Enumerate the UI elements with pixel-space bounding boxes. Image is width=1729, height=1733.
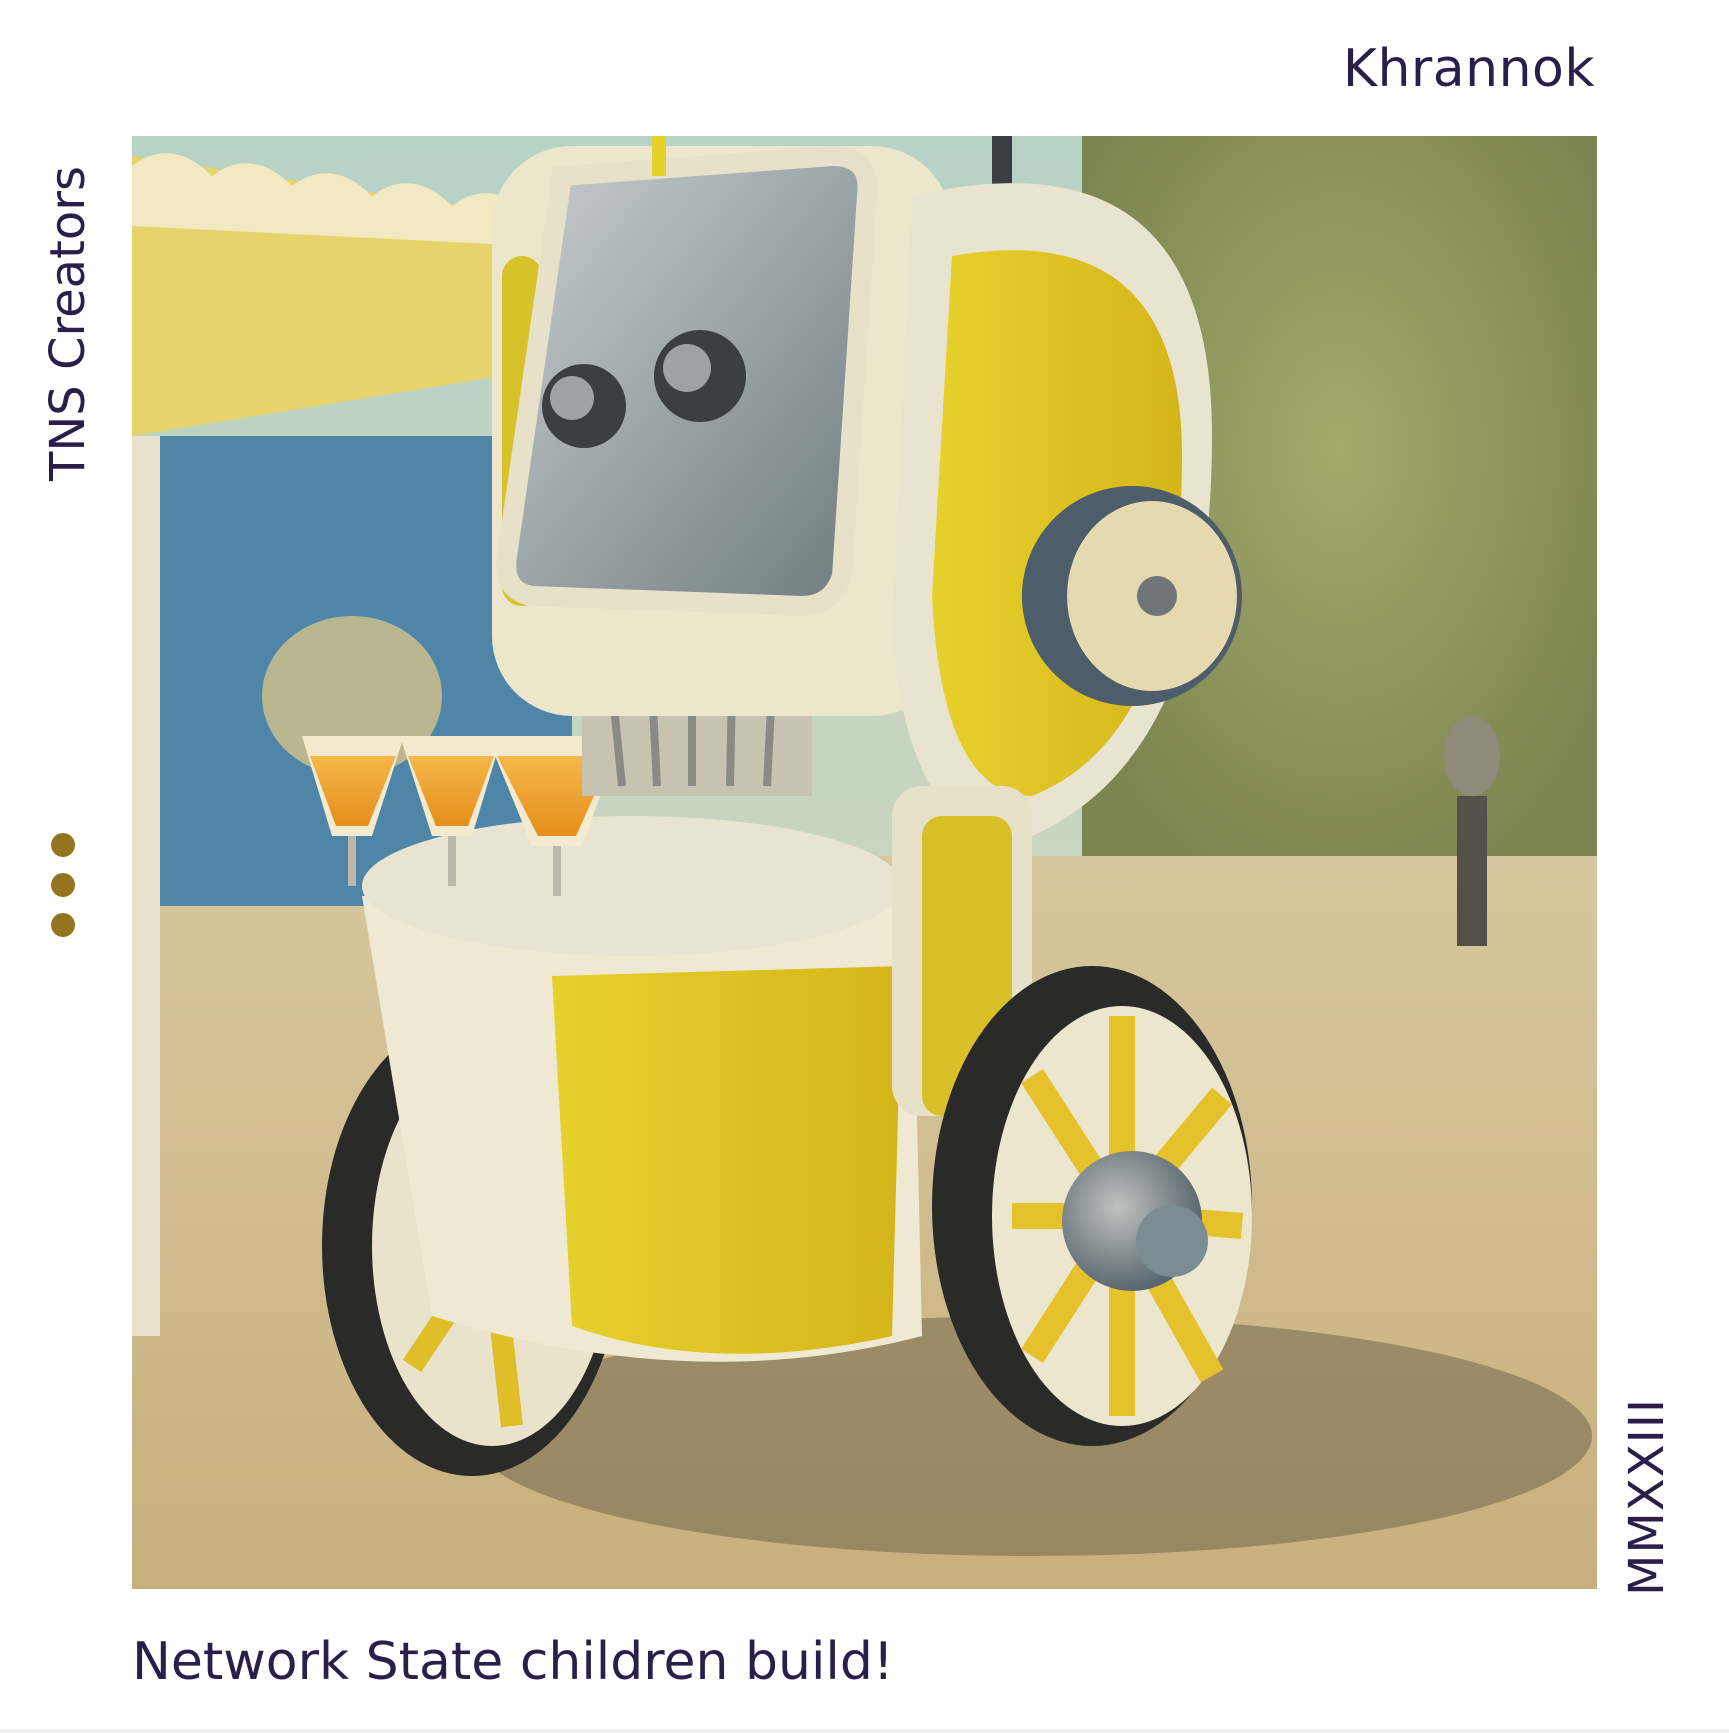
artwork-image [132, 136, 1597, 1589]
year-vertical-label: MMXXIII [1617, 1392, 1677, 1596]
author-name: Khrannok [1342, 39, 1595, 99]
bottom-divider [0, 1729, 1729, 1733]
dot [51, 913, 75, 937]
dot [51, 833, 75, 857]
dot [51, 873, 75, 897]
menu-dots-icon[interactable] [51, 833, 77, 953]
brand-text: TNS Creators [40, 165, 96, 481]
brand-vertical-label: TNS Creators [38, 136, 98, 481]
caption-text: Network State children build! [132, 1632, 894, 1692]
year-text: MMXXIII [1619, 1397, 1675, 1596]
